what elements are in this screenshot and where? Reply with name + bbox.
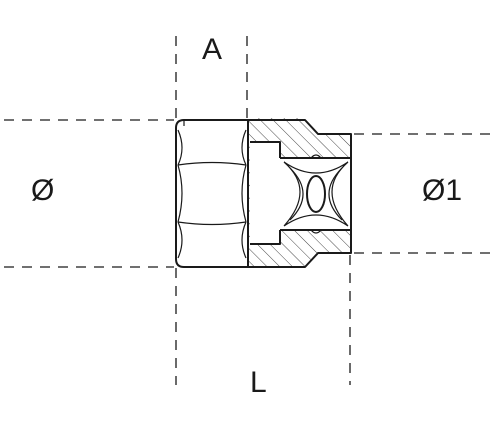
hex-curve-top-right <box>241 129 247 166</box>
detent-mark-bottom <box>310 229 322 234</box>
hex-flat-bottom <box>177 221 247 226</box>
hex-curve-bottom-left <box>177 221 183 259</box>
inner-bore <box>250 142 280 244</box>
inner-bore-outline <box>250 141 281 245</box>
socket-outline <box>175 119 352 268</box>
square-drive-outline <box>280 157 352 231</box>
hex-curve-mid-left <box>177 164 183 223</box>
hex-curve-mid-right <box>241 164 247 223</box>
detent-hole <box>306 175 326 213</box>
detent-mark-top <box>310 154 322 159</box>
label-length: L <box>250 366 267 399</box>
square-drive-cross <box>283 161 349 227</box>
hex-curve-bottom-right <box>241 221 247 259</box>
hex-flat-top <box>177 161 247 166</box>
square-drive-recess <box>280 158 352 230</box>
label-diameter1: Ø1 <box>422 174 462 207</box>
dimension-lines <box>4 36 496 385</box>
label-diameter: Ø <box>31 174 54 207</box>
square-drive-inner-cross <box>289 167 343 221</box>
hex-curve-top-left <box>177 129 183 166</box>
label-a: A <box>202 33 222 66</box>
socket-body <box>175 118 352 268</box>
